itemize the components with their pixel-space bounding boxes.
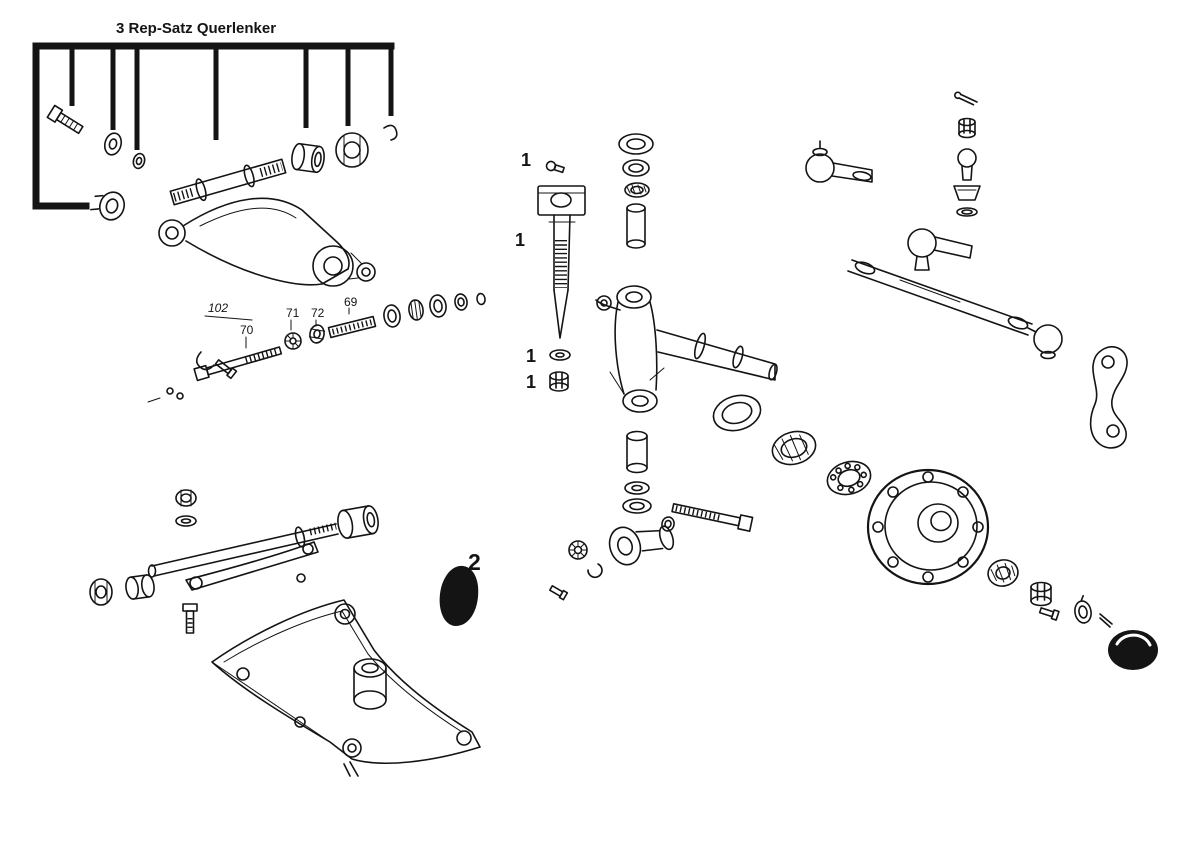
strut-rod-group	[89, 489, 379, 634]
steering-knuckle	[595, 285, 778, 413]
pivot-parts-row: 102 70 71 72 69	[193, 292, 486, 382]
part-number-71: 71	[286, 306, 300, 320]
part-number-72: 72	[311, 306, 325, 320]
kit-bracket	[32, 42, 395, 210]
bracket-hole-top	[1101, 355, 1115, 369]
washer-set	[383, 292, 486, 328]
big-bushing	[337, 505, 379, 539]
stud-69	[327, 315, 377, 339]
hub-bolt	[1038, 607, 1060, 621]
ball-bearing	[826, 460, 872, 496]
lower-control-arm	[211, 599, 481, 777]
kingpin-washer	[549, 349, 571, 361]
left-bushing	[125, 574, 155, 600]
callout-1-d: 1	[526, 372, 536, 392]
cotter-pin-hub	[1099, 613, 1113, 628]
kingpin-nut	[549, 371, 569, 392]
cotter-pin	[954, 91, 978, 106]
hub-bearing-train	[712, 394, 872, 496]
rod-washer	[175, 515, 197, 527]
castle-nut-72	[308, 324, 326, 344]
grease-cap-hub	[1108, 630, 1158, 670]
spacer-sleeve	[626, 203, 646, 249]
rubber-cap-2	[439, 565, 479, 626]
kit-clip	[383, 124, 398, 141]
wheel-hub	[866, 468, 990, 586]
kit-ring	[132, 152, 146, 170]
left-nut	[89, 578, 113, 606]
kingpin-lock-bolt	[545, 160, 565, 174]
snap-ring	[587, 563, 603, 579]
lower-bushing-stack	[622, 430, 652, 514]
callout-1-c: 1	[526, 346, 536, 366]
kit-bushing	[291, 142, 325, 174]
vertical-bolt	[182, 603, 198, 634]
kingpin	[537, 185, 586, 339]
tie-rod-end-lower	[1027, 324, 1063, 360]
castle-nut-hub	[1030, 581, 1052, 607]
kingpin-group: 1 1 1 1	[515, 150, 586, 392]
cap-washer	[956, 207, 978, 217]
pivot-bolt	[193, 346, 283, 382]
part-number-102: 102	[208, 301, 228, 315]
tie-rod-group	[805, 91, 1063, 360]
lock-washer-hub	[1074, 594, 1092, 624]
arm-bushing-tower	[353, 658, 387, 710]
part-number-69: 69	[344, 295, 358, 309]
outer-bearing	[987, 559, 1019, 587]
upper-control-arm	[158, 197, 376, 287]
kit-washer	[103, 132, 123, 156]
kit-bolt	[46, 104, 84, 135]
rod-nut	[175, 489, 197, 507]
hub-small-parts	[987, 559, 1158, 670]
tie-rod	[847, 259, 1033, 336]
grease-nipple	[296, 573, 306, 583]
part-number-70: 70	[240, 323, 254, 337]
kit-label: 3 Rep-Satz Querlenker	[116, 20, 276, 37]
callout-2: 2	[468, 549, 481, 575]
callout-1-a: 1	[521, 150, 531, 170]
callout-1-b: 1	[515, 230, 525, 250]
tiny-bolt	[549, 585, 569, 601]
eccentric-bushing	[608, 525, 675, 566]
clip-parts	[147, 351, 238, 403]
clamp-bolt	[671, 502, 754, 532]
kit-sleeve	[90, 191, 126, 221]
tie-rod-end-mid	[907, 228, 973, 271]
tie-rod-end-left	[805, 140, 873, 183]
upper-bearing-stack	[618, 133, 654, 249]
kit-nut	[335, 132, 369, 168]
dust-cap	[953, 185, 981, 201]
ball-stud	[957, 148, 977, 181]
arm-blade	[185, 541, 319, 591]
star-washer	[568, 540, 588, 560]
lower-joint-group	[549, 502, 754, 601]
strut-rod	[147, 522, 339, 578]
castle-nut-top	[958, 117, 976, 139]
lock-washer-71	[284, 332, 302, 350]
kit-pivot-stud	[169, 158, 287, 206]
bracket-hole-bottom	[1106, 424, 1120, 438]
stabilizer-bracket	[1089, 346, 1128, 449]
